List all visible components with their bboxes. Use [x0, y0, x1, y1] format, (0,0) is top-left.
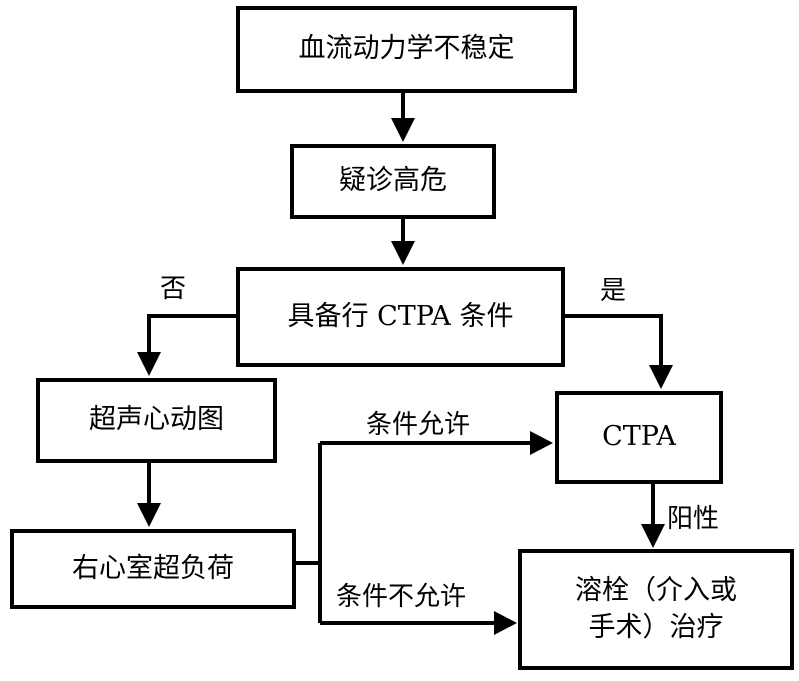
edge-label-yes: 是	[600, 276, 627, 306]
edge-n2-n3-arrowhead	[391, 241, 415, 265]
node-suspected-high-risk-text: 疑诊高危	[339, 165, 447, 197]
node-ctpa-text: CTPA	[602, 421, 676, 453]
node-thrombolysis-treatment: 溶栓（介入或 手术）治疗	[518, 549, 794, 670]
node-thrombolysis-text: 溶栓（介入或 手术）治疗	[575, 573, 737, 646]
edge-n3-n4	[147, 314, 236, 352]
node-echocardiography: 超声心动图	[36, 378, 277, 463]
node-ctpa-available-text: 具备行 CTPA 条件	[287, 300, 514, 332]
edge-label-not-allowed: 条件不允许	[336, 582, 467, 612]
node-hemodynamic-unstable-text: 血流动力学不稳定	[298, 33, 515, 65]
node-suspected-high-risk: 疑诊高危	[290, 144, 496, 219]
edge-label-positive: 阳性	[667, 504, 720, 534]
edge-label-no: 否	[160, 274, 187, 304]
node-ctpa: CTPA	[555, 391, 723, 484]
node-hemodynamic-unstable: 血流动力学不稳定	[236, 6, 577, 93]
node-echocardiography-text: 超声心动图	[89, 404, 224, 436]
node-ctpa-available: 具备行 CTPA 条件	[236, 267, 565, 367]
edge-label-allowed: 条件允许	[366, 410, 471, 440]
node-rv-overload-text: 右心室超负荷	[72, 552, 234, 584]
node-thrombolysis-line1: 溶栓（介入或	[575, 575, 737, 607]
edge-split-n6-arrowhead	[530, 431, 553, 455]
edge-split-n7-arrowhead	[494, 611, 517, 635]
edge-n1-n2-arrowhead	[391, 118, 415, 142]
edge-n4-n5-arrowhead	[137, 503, 161, 527]
node-thrombolysis-line2: 手术）治疗	[588, 611, 724, 643]
node-rv-overload: 右心室超负荷	[10, 529, 296, 609]
edge-n3-n4-arrowhead	[137, 352, 161, 376]
edge-n6-n7-arrowhead	[641, 524, 665, 548]
edge-n3-n6	[565, 314, 663, 365]
edge-n3-n6-arrowhead	[649, 365, 673, 389]
